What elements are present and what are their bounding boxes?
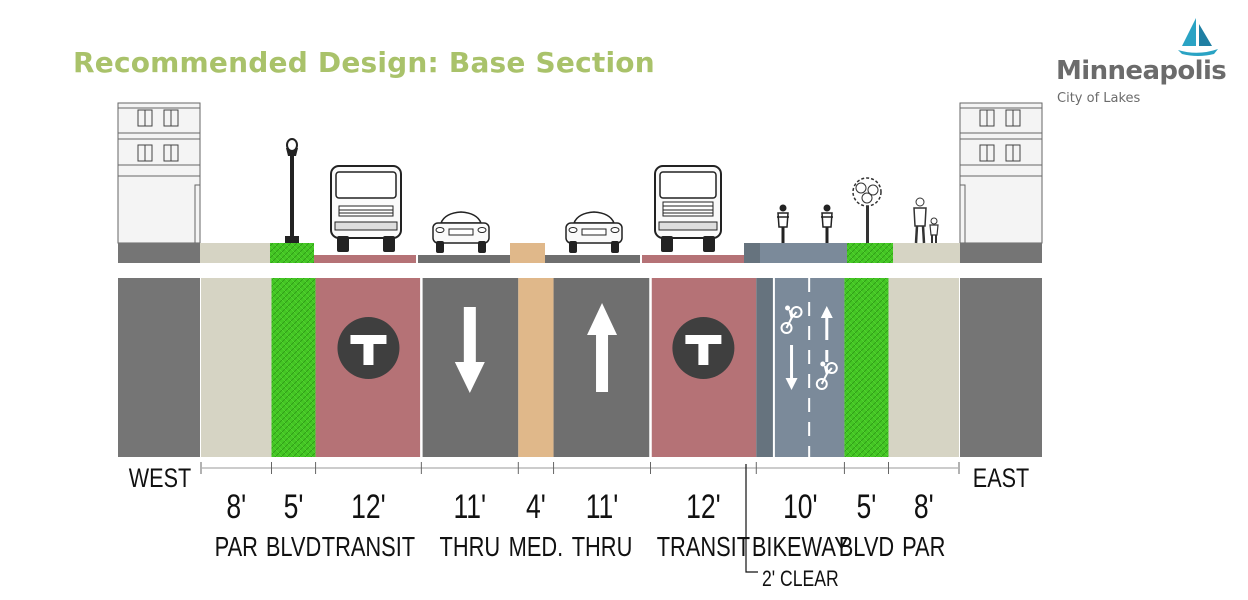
west-building (117, 102, 201, 244)
width-label: 8' (226, 488, 246, 526)
lane-blvd-w (271, 278, 316, 457)
lane-par-w (201, 278, 272, 457)
car-icon (565, 211, 623, 253)
east-building (959, 102, 1043, 244)
west-sidewalk (118, 278, 200, 457)
lane-transit-e (650, 278, 757, 457)
car-icon (432, 211, 490, 253)
elevation-ground (118, 243, 1042, 263)
lane-thru-w (421, 278, 519, 457)
lane-label: TRANSIT (322, 531, 415, 562)
width-label: 4' (526, 488, 546, 526)
arrow-down-icon (454, 307, 485, 393)
lane-label: PAR (215, 531, 258, 562)
cyclist-icon (777, 204, 789, 243)
lane-bikeway (756, 278, 845, 457)
bicycle-icon (815, 361, 838, 390)
sailboat-icon (1178, 18, 1218, 56)
child-pedestrian-icon (929, 217, 939, 243)
transit-t-icon (672, 317, 735, 379)
minneapolis-logo: Minneapolis City of Lakes (1048, 14, 1228, 114)
lane-label: BLVD (839, 531, 894, 562)
lane-blvd-e (844, 278, 889, 457)
lane-transit-w (315, 278, 422, 457)
page-title: Recommended Design: Base Section (73, 46, 655, 79)
arrow-up-icon (587, 303, 618, 392)
pedestrian-icon (913, 197, 927, 244)
width-label: 12' (351, 488, 386, 526)
arrow-up-icon (820, 306, 833, 318)
lane-thru-e (553, 278, 651, 457)
lane-label: THRU (440, 531, 501, 562)
lane-par-e (888, 278, 959, 457)
dimension-labels: WEST EAST 8' PAR 5' BLVD 12' TRANSIT 11' THRU 4'… (129, 462, 1029, 592)
logo-name: Minneapolis (1056, 56, 1227, 86)
cyclist-icon (821, 204, 833, 243)
arrow-down-icon (785, 378, 798, 390)
tree-icon (852, 177, 882, 243)
width-label: 10' (783, 488, 818, 526)
lane-label: PAR (902, 531, 945, 562)
bus-icon (330, 165, 402, 252)
lane-median (518, 278, 554, 457)
elevation-view (117, 102, 1043, 263)
east-label: EAST (973, 464, 1029, 494)
bicycle-icon (780, 305, 803, 334)
clear-note: 2' CLEAR (762, 567, 839, 591)
transit-t-icon (337, 317, 400, 379)
lane-label: BLVD (266, 531, 321, 562)
width-label: 5' (284, 488, 304, 526)
lane-label: BIKEWAY (752, 531, 849, 562)
lane-label: TRANSIT (657, 531, 750, 562)
width-label: 11' (586, 488, 619, 526)
street-lamp-icon (285, 138, 299, 243)
lane-label: THRU (572, 531, 633, 562)
width-label: 12' (686, 488, 721, 526)
east-sidewalk (960, 278, 1042, 457)
lane-label: MED. (509, 531, 564, 562)
plan-view (118, 278, 1042, 457)
width-label: 8' (914, 488, 934, 526)
bus-icon (654, 165, 722, 252)
west-label: WEST (129, 464, 191, 494)
width-label: 5' (857, 488, 877, 526)
logo-tagline: City of Lakes (1057, 91, 1141, 106)
width-label: 11' (454, 488, 487, 526)
